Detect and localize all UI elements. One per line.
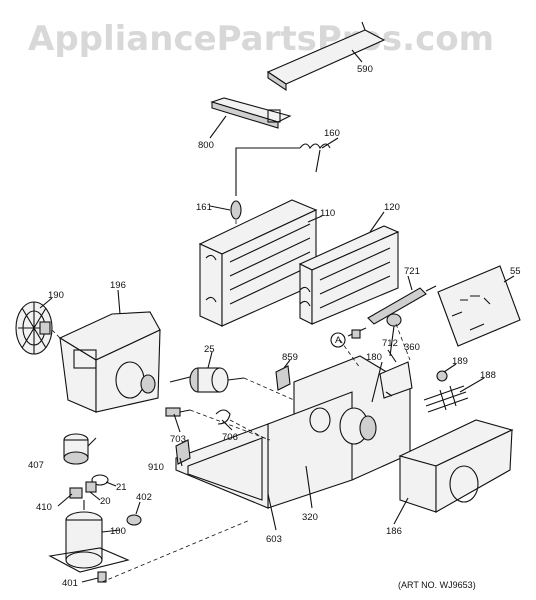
callout-110: 110 [320, 208, 335, 219]
callout-910: 910 [148, 462, 164, 473]
callout-196: 196 [110, 280, 126, 291]
callout-360: 360 [404, 342, 420, 353]
part-thermostat[interactable] [330, 313, 402, 348]
part-base-tray[interactable] [398, 419, 514, 513]
part-small-bracket[interactable] [275, 365, 291, 391]
part-evaporator-coil[interactable] [198, 199, 318, 327]
callout-55: 55 [510, 266, 521, 277]
part-compressor[interactable] [48, 500, 130, 573]
part-tube-spring[interactable] [235, 143, 331, 196]
part-nut[interactable] [126, 514, 142, 526]
callout-401: 401 [62, 578, 78, 589]
part-top-cover[interactable] [266, 21, 386, 92]
part-bracket[interactable] [210, 97, 292, 129]
part-clip-ring[interactable] [91, 474, 109, 486]
callout-703: 703 [170, 434, 186, 445]
callout-190: 190 [48, 290, 64, 301]
callout-603: 603 [266, 534, 282, 545]
part-wiring-board[interactable] [437, 265, 521, 347]
part-fan-motor[interactable] [169, 367, 245, 393]
callout-407: 407 [28, 460, 44, 471]
part-condenser-coil[interactable] [298, 225, 400, 325]
art-number: (ART NO. WJ9653) [398, 580, 476, 590]
part-clip[interactable] [215, 409, 231, 425]
callout-402: 402 [136, 492, 152, 503]
part-overload[interactable] [63, 433, 89, 465]
callout-721: 721 [404, 266, 420, 277]
part-fitting[interactable] [230, 200, 242, 245]
part-control-bracket[interactable] [379, 361, 413, 399]
part-base-housing[interactable] [175, 355, 411, 509]
part-shroud[interactable] [58, 311, 161, 413]
callout-186: 186 [386, 526, 402, 537]
part-fan-blade[interactable] [15, 301, 53, 355]
part-grille-pad[interactable] [423, 385, 469, 413]
watermark: AppliancePartsPros.com [28, 19, 494, 59]
part-mount-clip[interactable] [175, 439, 191, 465]
assembly-lines [51, 323, 411, 441]
callout-590: 590 [357, 64, 373, 75]
callout-320: 320 [302, 512, 318, 523]
callout-800: 800 [198, 140, 214, 151]
part-knob[interactable] [436, 370, 448, 382]
callout-712: 712 [382, 338, 398, 349]
callout-21: 21 [116, 482, 127, 493]
callout-180: 180 [366, 352, 382, 363]
callout-25: 25 [204, 344, 215, 355]
callout-161: 161 [196, 202, 212, 213]
part-heater-rod[interactable] [367, 285, 437, 325]
part-mount-foot[interactable] [97, 519, 251, 583]
part-terminal[interactable] [69, 481, 97, 499]
callout-20: 20 [100, 496, 111, 507]
leader-lines [39, 49, 515, 583]
callout-859: 859 [282, 352, 298, 363]
part-screw[interactable] [165, 407, 191, 417]
callout-706: 706 [222, 432, 238, 443]
callout-188: 188 [480, 370, 496, 381]
callout-189: 189 [452, 356, 468, 367]
callout-100: 100 [110, 526, 126, 537]
callout-A: A [335, 335, 342, 346]
callout-120: 120 [384, 202, 400, 213]
callout-160: 160 [324, 128, 340, 139]
callout-410: 410 [36, 502, 52, 513]
